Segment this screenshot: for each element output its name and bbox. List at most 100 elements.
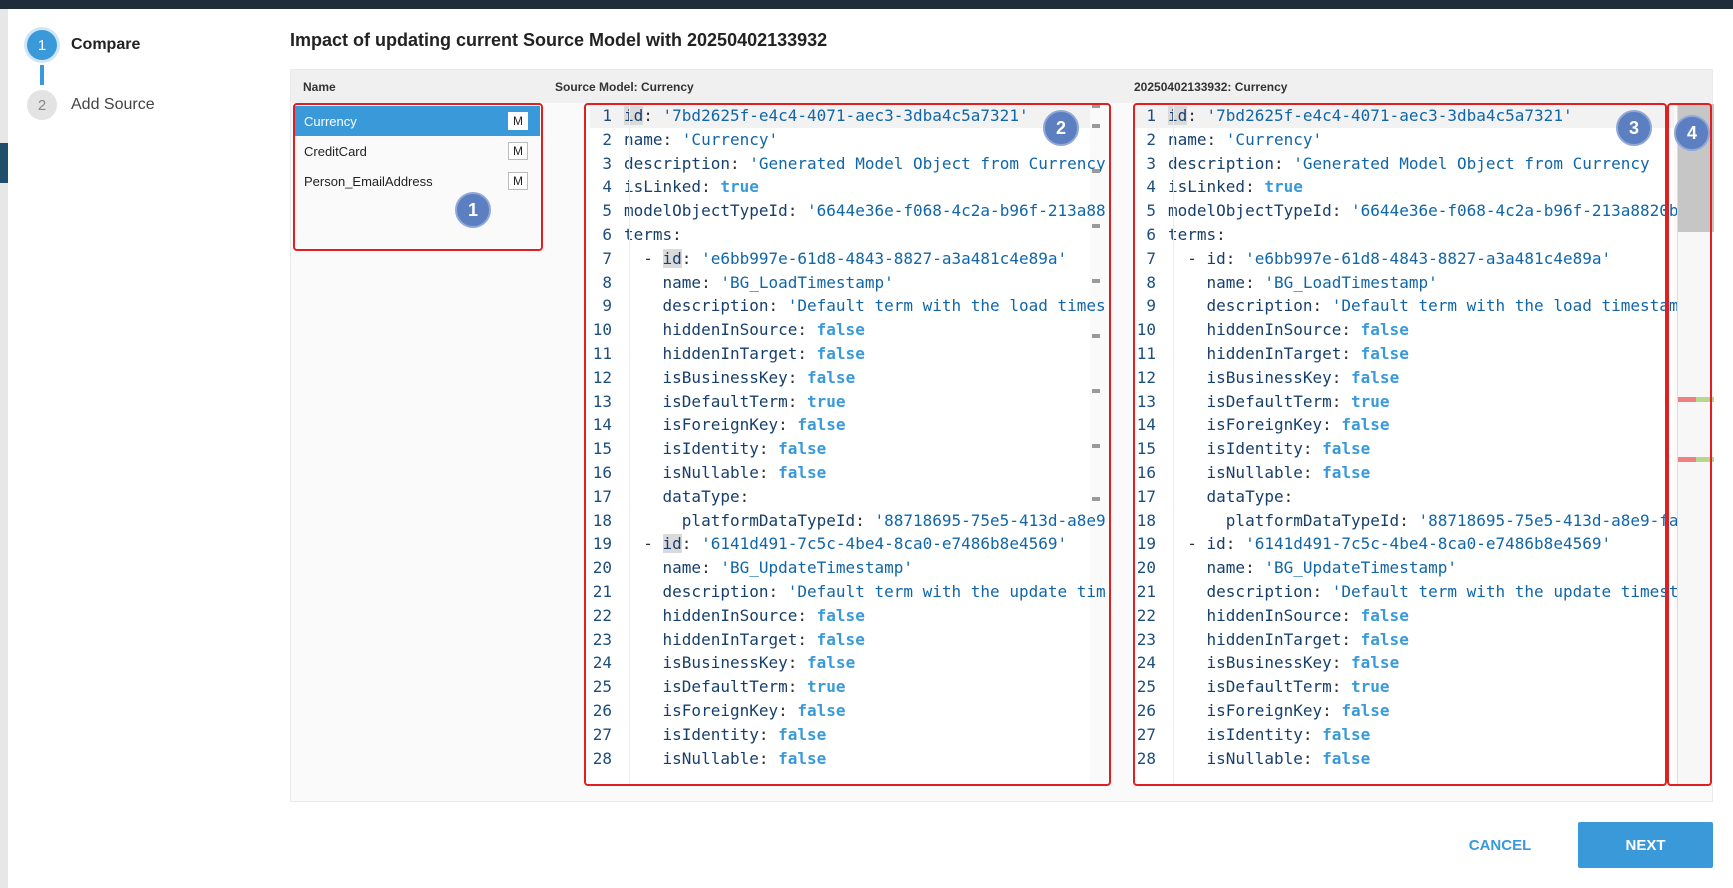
yaml-key: description: [1168, 153, 1274, 173]
code-line[interactable]: 24 isBusinessKey: false: [590, 651, 1090, 675]
code-line[interactable]: 28 isNullable: false: [1134, 747, 1674, 771]
diff-change-marker[interactable]: [1678, 397, 1714, 402]
step-compare[interactable]: 1 Compare: [27, 30, 140, 60]
code-line[interactable]: 19 - id: '6141d491-7c5c-4be4-8ca0-e7486b…: [1134, 532, 1674, 556]
line-number: 12: [1136, 367, 1156, 387]
code-line[interactable]: 16 isNullable: false: [1134, 461, 1674, 485]
scroll-marker: [1092, 224, 1100, 228]
code-text: isForeignKey: false: [1164, 699, 1390, 723]
yaml-colon: :: [739, 486, 750, 506]
code-line[interactable]: 15 isIdentity: false: [1134, 437, 1674, 461]
code-line[interactable]: 25 isDefaultTerm: true: [590, 675, 1090, 699]
code-line[interactable]: 10 hiddenInSource: false: [590, 318, 1090, 342]
code-line[interactable]: 8 name: 'BG_LoadTimestamp': [590, 271, 1090, 295]
code-text: - id: '6141d491-7c5c-4be4-8ca0-e7486b8e4…: [620, 532, 1067, 556]
yaml-key: description: [1206, 581, 1313, 601]
code-line[interactable]: 19 - id: '6141d491-7c5c-4be4-8ca0-e7486b…: [590, 532, 1090, 556]
list-item[interactable]: CreditCard M: [294, 136, 540, 166]
code-text: hiddenInSource: false: [620, 318, 865, 342]
yaml-value: true: [720, 177, 759, 197]
code-line[interactable]: 23 hiddenInTarget: false: [590, 628, 1090, 652]
line-number: 2: [602, 129, 612, 149]
yaml-value: false: [1360, 343, 1409, 363]
highlight-box-target-editor: [1133, 103, 1667, 786]
scroll-marker: [1092, 279, 1100, 283]
yaml-key: name: [624, 129, 663, 149]
code-line[interactable]: 12 isBusinessKey: false: [590, 366, 1090, 390]
code-line[interactable]: 9 description: 'Default term with the lo…: [1134, 294, 1678, 318]
code-text: isForeignKey: false: [1164, 413, 1390, 437]
column-header-row: Name Source Model: Currency 202504021339…: [291, 70, 1712, 103]
yaml-value: '6141d491-7c5c-4be4-8ca0-e7486b8e4569': [1245, 534, 1612, 554]
yaml-colon: :: [681, 534, 702, 554]
step-add-source[interactable]: 2 Add Source: [27, 90, 155, 120]
code-line[interactable]: 8 name: 'BG_LoadTimestamp': [1134, 271, 1674, 295]
diff-change-marker[interactable]: [1678, 457, 1714, 462]
code-line[interactable]: 13 isDefaultTerm: true: [590, 390, 1090, 414]
code-line[interactable]: 12 isBusinessKey: false: [1134, 366, 1674, 390]
code-line[interactable]: 18 platformDataTypeId: '88718695-75e5-41…: [1134, 509, 1679, 533]
list-item[interactable]: Person_EmailAddress M: [294, 166, 540, 196]
code-text: isIdentity: false: [620, 723, 827, 747]
code-line[interactable]: 26 isForeignKey: false: [1134, 699, 1674, 723]
code-line[interactable]: 21 description: 'Default term with the u…: [1134, 580, 1679, 604]
code-line[interactable]: 22 hiddenInSource: false: [1134, 604, 1674, 628]
code-line[interactable]: 16 isNullable: false: [590, 461, 1090, 485]
source-scroll-markers: [1092, 104, 1102, 564]
code-line[interactable]: 17 dataType:: [590, 485, 1090, 509]
code-line[interactable]: 23 hiddenInTarget: false: [1134, 628, 1674, 652]
line-number: 3: [602, 153, 612, 173]
cancel-button[interactable]: CANCEL: [1468, 836, 1532, 854]
code-line[interactable]: 7 - id: 'e6bb997e-61d8-4843-8827-a3a481c…: [1134, 247, 1674, 271]
code-text: isDefaultTerm: true: [1164, 675, 1390, 699]
code-line[interactable]: 14 isForeignKey: false: [590, 413, 1090, 437]
next-button[interactable]: NEXT: [1578, 822, 1713, 868]
code-line[interactable]: 17 dataType:: [1134, 485, 1674, 509]
code-text: isNullable: false: [620, 747, 827, 771]
yaml-colon: :: [1302, 462, 1323, 482]
code-line[interactable]: 21 description: 'Default term with the u…: [590, 580, 1106, 604]
code-line[interactable]: 27 isIdentity: false: [590, 723, 1090, 747]
code-line[interactable]: 24 isBusinessKey: false: [1134, 651, 1674, 675]
code-text: hiddenInTarget: false: [1164, 628, 1409, 652]
yaml-value: '6644e36e-f068-4c2a-b96f-213a8820b: [1351, 201, 1679, 221]
yaml-value: 'BG_UpdateTimestamp': [720, 558, 913, 578]
yaml-value: false: [797, 415, 846, 435]
code-line[interactable]: 18 platformDataTypeId: '88718695-75e5-41…: [590, 509, 1106, 533]
code-line[interactable]: 11 hiddenInTarget: false: [590, 342, 1090, 366]
code-line[interactable]: 13 isDefaultTerm: true: [1134, 390, 1674, 414]
code-line[interactable]: 27 isIdentity: false: [1134, 723, 1674, 747]
code-line[interactable]: 25 isDefaultTerm: true: [1134, 675, 1674, 699]
code-line[interactable]: 20 name: 'BG_UpdateTimestamp': [590, 556, 1090, 580]
code-line[interactable]: 9 description: 'Default term with the lo…: [590, 294, 1105, 318]
code-line[interactable]: 7 - id: 'e6bb997e-61d8-4843-8827-a3a481c…: [590, 247, 1090, 271]
code-line[interactable]: 22 hiddenInSource: false: [590, 604, 1090, 628]
list-item[interactable]: Currency M: [294, 106, 540, 136]
scroll-marker: [1092, 104, 1100, 108]
code-line[interactable]: 14 isForeignKey: false: [1134, 413, 1674, 437]
code-line[interactable]: 26 isForeignKey: false: [590, 699, 1090, 723]
code-line[interactable]: 15 isIdentity: false: [590, 437, 1090, 461]
code-line[interactable]: 20 name: 'BG_UpdateTimestamp': [1134, 556, 1674, 580]
code-line[interactable]: 10 hiddenInSource: false: [1134, 318, 1674, 342]
code-line[interactable]: 11 hiddenInTarget: false: [1134, 342, 1674, 366]
code-line[interactable]: 28 isNullable: false: [590, 747, 1090, 771]
yaml-key: isBusinessKey: [662, 653, 788, 673]
line-number: 27: [1136, 724, 1156, 744]
yaml-key: name: [1206, 272, 1246, 292]
yaml-key: description: [662, 296, 769, 316]
